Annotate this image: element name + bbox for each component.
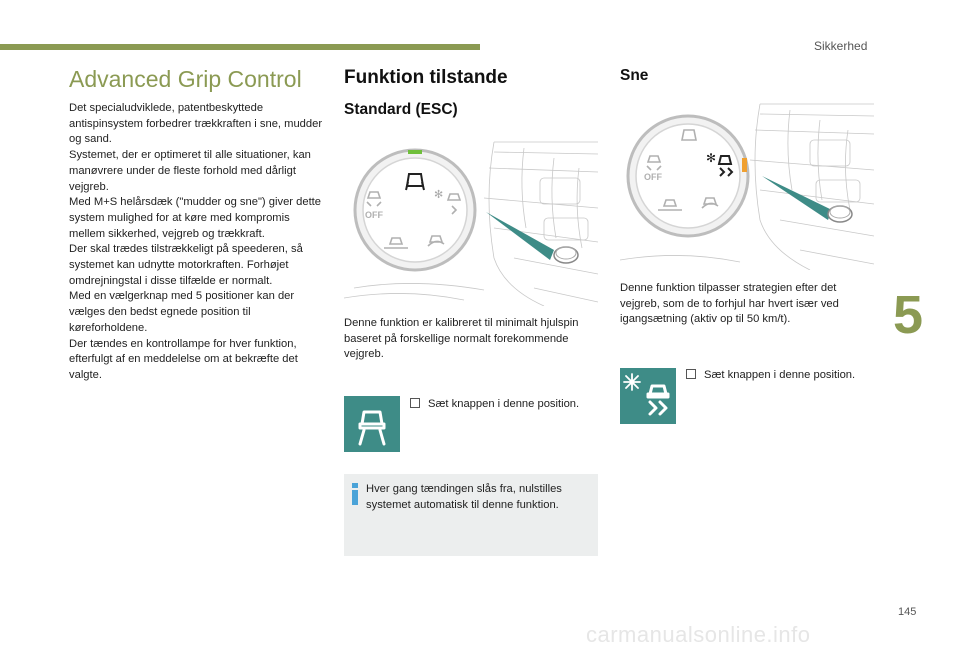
page-title: Advanced Grip Control: [69, 66, 302, 92]
standard-bullet: Sæt knappen i denne position.: [410, 397, 579, 412]
intro-paragraph: Det specialudviklede, patentbeskyttede a…: [69, 102, 323, 146]
dial-off-label: OFF: [365, 210, 383, 220]
checkbox-icon: [686, 369, 696, 379]
intro-paragraph: Med en vælgerknap med 5 positioner kan d…: [69, 290, 295, 334]
note-text: Hver gang tændingen slås fra, nulstilles…: [366, 483, 562, 511]
snow-bullet: Sæt knappen i denne position.: [686, 368, 855, 383]
page-number: 145: [898, 606, 917, 618]
checkbox-icon: [410, 398, 420, 408]
snow-mode-icon: [620, 368, 676, 424]
standard-esc-heading: Standard (ESC): [344, 101, 458, 118]
standard-description: Denne funktion er kalibreret til minimal…: [344, 317, 579, 361]
section-heading: Funktion tilstande: [344, 67, 508, 88]
snowflake-car-icon: [623, 373, 670, 416]
info-note: Hver gang tændingen slås fra, nulstilles…: [344, 474, 598, 556]
intro-paragraph: Systemet, der er optimeret til alle situ…: [69, 149, 311, 193]
svg-text:✻: ✻: [706, 151, 716, 165]
snow-description: Denne funktion tilpasser strategien efte…: [620, 282, 839, 326]
intro-text: Det specialudviklede, patentbeskyttede a…: [69, 101, 327, 384]
intro-paragraph: Der tændes en kontrollampe for hver funk…: [69, 337, 298, 381]
watermark: carmanualsonline.info: [586, 622, 811, 647]
snow-mode-illustration: ✻ OFF: [620, 103, 874, 270]
standard-mode-illustration: ✻ OFF: [344, 141, 598, 306]
standard-esc-mode-icon: [344, 396, 400, 452]
bullet-text: Sæt knappen i denne position.: [704, 369, 856, 381]
svg-text:✻: ✻: [434, 188, 443, 201]
dial-off-label: OFF: [644, 172, 662, 182]
section-label: Sikkerhed: [814, 39, 868, 53]
snow-heading: Sne: [620, 67, 649, 84]
chapter-number: 5: [893, 285, 924, 345]
info-icon: [352, 483, 358, 505]
header-accent-bar: [0, 44, 480, 50]
bullet-text: Sæt knappen i denne position.: [428, 398, 580, 410]
intro-paragraph: Med M+S helårsdæk ("mudder og sne") give…: [69, 196, 322, 240]
car-icon: [358, 410, 386, 446]
intro-paragraph: Der skal trædes tilstrækkeligt på speede…: [69, 243, 303, 287]
